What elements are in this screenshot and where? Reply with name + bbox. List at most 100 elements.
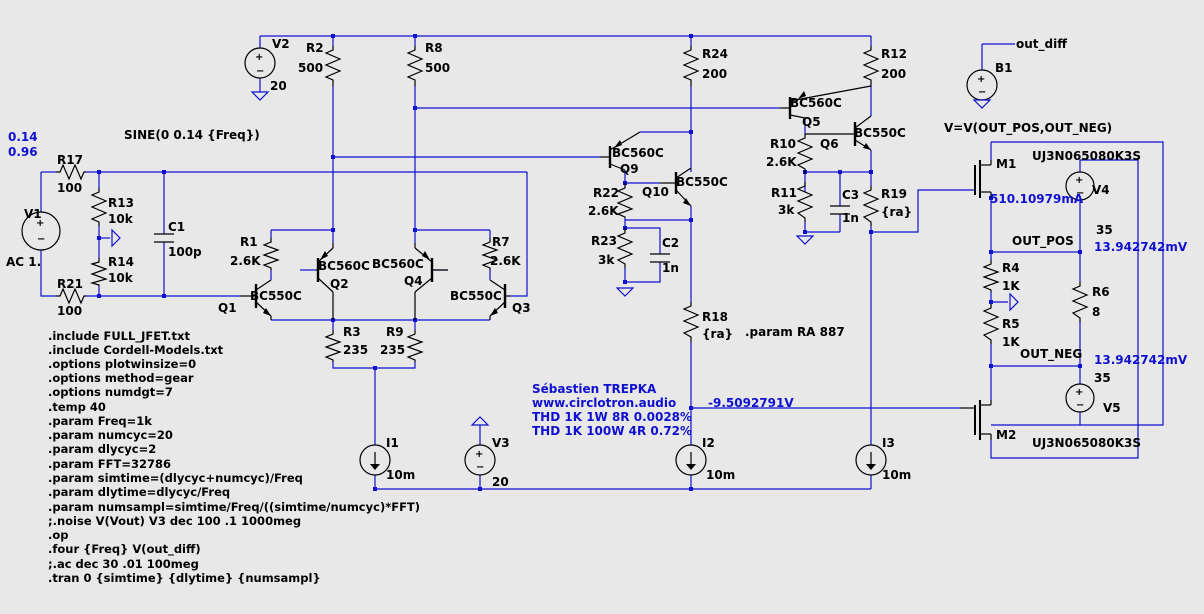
value-R22: 2.6K	[588, 204, 619, 218]
value-I3: 10m	[882, 468, 911, 482]
value-R9: 235	[380, 343, 405, 357]
value-R11: 3k	[778, 203, 795, 217]
resistor-R11	[796, 182, 814, 222]
directive-line: .temp 40	[48, 400, 106, 414]
resistor-R8	[406, 46, 424, 86]
value-I2: 10m	[706, 468, 735, 482]
net-out-neg: OUT_NEG	[1020, 347, 1082, 362]
value-R17: 100	[57, 181, 82, 195]
model-Q2: BC560C	[318, 259, 370, 273]
svg-text:+: +	[475, 449, 483, 460]
value-R2: 500	[298, 61, 323, 75]
value-I1: 10m	[386, 468, 415, 482]
label-C1: C1	[168, 220, 185, 234]
transistor-Q4	[414, 243, 448, 320]
label-Q9: Q9	[620, 162, 639, 176]
label-R6: R6	[1092, 285, 1110, 299]
model-Q5: BC560C	[790, 96, 842, 110]
directive-line: .param dlycyc=2	[48, 442, 156, 456]
label-R5: R5	[1002, 317, 1020, 331]
model-Q4: BC560C	[372, 257, 424, 271]
svg-text:+: +	[255, 52, 263, 63]
resistor-R21	[56, 287, 86, 305]
resistor-R24	[682, 46, 700, 86]
value-C3: 1n	[842, 211, 859, 225]
resistor-R17	[56, 163, 86, 181]
label-R21: R21	[57, 277, 83, 291]
resistor-R3	[324, 330, 342, 362]
label-Q6: Q6	[820, 137, 839, 151]
svg-text:+: +	[977, 74, 985, 85]
resistor-R1	[262, 238, 280, 270]
value-R6: 8	[1092, 305, 1100, 319]
label-R11: R11	[771, 186, 797, 200]
svg-text:−: −	[476, 462, 484, 473]
param-ra: .param RA 887	[745, 325, 845, 339]
spice-directives: .include FULL_JFET.txt .include Cordell-…	[48, 329, 420, 585]
transistor-Q6	[805, 115, 872, 151]
value-V4: 35	[1096, 223, 1113, 237]
value-V2: 20	[270, 79, 287, 93]
label-Q5: Q5	[802, 115, 821, 129]
value-R13: 10k	[108, 212, 134, 226]
value-R5: 1K	[1002, 335, 1020, 349]
label-C2: C2	[662, 236, 679, 250]
capacitor-C3	[830, 205, 850, 215]
voltage-source-V3: +−	[464, 444, 496, 476]
label-Q1: Q1	[218, 301, 237, 315]
directive-line: .param numcyc=20	[48, 428, 173, 442]
model-Q1: BC550C	[250, 289, 302, 303]
label-Q10: Q10	[642, 185, 669, 199]
label-R1: R1	[240, 235, 258, 249]
resistor-R6	[1071, 282, 1089, 322]
value-R24: 200	[702, 67, 727, 81]
capacitors	[154, 205, 850, 263]
label-R22: R22	[593, 186, 619, 200]
mosfet-M2	[960, 400, 992, 440]
model-Q6: BC550C	[854, 126, 906, 140]
directive-line: .param Freq=1k	[48, 414, 152, 428]
capacitor-C1	[154, 233, 174, 243]
resistor-R23	[616, 228, 634, 268]
credit-line: THD 1K 100W 4R 0.72%	[532, 424, 692, 438]
model-Q10: BC550C	[676, 175, 728, 189]
current-source-I3	[855, 444, 887, 476]
value-R3: 235	[343, 343, 368, 357]
transistor-Q3	[489, 279, 510, 320]
value-R21: 100	[57, 304, 82, 318]
label-V4: V4	[1092, 183, 1110, 197]
probe-gate-v: -9.5092791V	[708, 396, 794, 410]
transistor-Q10	[660, 167, 692, 207]
value-V1: AC 1.	[6, 255, 41, 269]
directive-line: ;.noise V(Vout) V3 dec 100 .1 1000meg	[48, 514, 301, 528]
label-Q4: Q4	[404, 274, 423, 288]
label-R7: R7	[492, 235, 510, 249]
probe-m1-current: 510.10979mA	[990, 192, 1084, 206]
directive-line: .tran 0 {simtime} {dlytime} {numsampl}	[48, 571, 321, 585]
label-I2: I2	[702, 436, 715, 450]
ac-magnitude: 0.14	[8, 130, 38, 144]
value-V3: 20	[492, 475, 509, 489]
svg-text:−: −	[1076, 400, 1084, 411]
resistor-R13	[90, 188, 108, 226]
mosfet-M1	[974, 160, 992, 198]
label-C3: C3	[842, 188, 859, 202]
sine-spec: SINE(0 0.14 {Freq})	[124, 128, 260, 142]
sources: +− +− +− +− +− +−	[21, 47, 1095, 476]
label-R9: R9	[386, 325, 404, 339]
label-R17: R17	[57, 153, 83, 167]
label-Q3: Q3	[512, 301, 531, 315]
resistor-R9	[406, 330, 424, 362]
label-V1: V1	[24, 207, 42, 221]
bsource-B1: +−	[966, 69, 998, 101]
label-V2: V2	[272, 37, 290, 51]
label-M2: M2	[996, 428, 1016, 442]
svg-text:−: −	[37, 234, 45, 245]
label-R19: R19	[881, 187, 907, 201]
svg-text:+: +	[1075, 175, 1083, 186]
net-out-pos: OUT_POS	[1012, 234, 1074, 249]
svg-text:+: +	[1075, 387, 1083, 398]
value-R10: 2.6K	[766, 155, 797, 169]
transistor-Q1	[240, 279, 272, 320]
credit-line: Sébastien TREPKA	[532, 382, 657, 396]
